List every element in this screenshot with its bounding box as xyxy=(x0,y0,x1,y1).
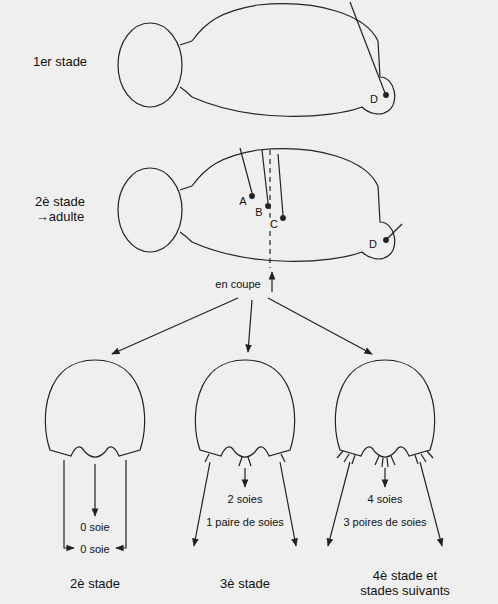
seta-count: 1 paire de soies xyxy=(205,516,285,529)
stage-label: 2è stade →adulte xyxy=(27,195,93,225)
arrow xyxy=(384,468,385,487)
leader-line xyxy=(240,148,252,193)
cross-section xyxy=(45,360,144,457)
cross-section xyxy=(195,360,294,466)
point-letter: C xyxy=(269,218,279,231)
leader-line xyxy=(262,150,268,203)
body-outline xyxy=(118,149,395,262)
arrow xyxy=(271,272,272,292)
seta xyxy=(205,454,285,466)
point-letter: B xyxy=(254,206,263,219)
arrow xyxy=(328,462,350,546)
seta xyxy=(337,451,433,467)
stage-label: 4è stade et stades suivants xyxy=(354,569,456,599)
point-letter: D xyxy=(368,238,378,251)
seta-count: 2 soies xyxy=(227,493,264,506)
arrow xyxy=(194,462,210,546)
stage-label: 1er stade xyxy=(32,55,88,70)
seta-count: 4 soies xyxy=(367,493,404,506)
arrow xyxy=(420,462,442,546)
stage-label: 2è stade xyxy=(69,577,121,592)
arrow xyxy=(248,300,252,352)
arrow xyxy=(280,462,296,546)
leader-line xyxy=(278,154,283,215)
seta-count: 0 soie xyxy=(79,543,110,556)
point-letter: A xyxy=(238,195,247,208)
stage-label: 3è stade xyxy=(219,577,271,592)
pin-line xyxy=(350,2,385,93)
seta-count: 3 poires de soies xyxy=(342,516,427,529)
arrow xyxy=(112,298,238,354)
body-outline xyxy=(118,4,395,117)
cross-section xyxy=(335,360,434,467)
leader-line xyxy=(386,224,402,240)
seta-count: 0 soie xyxy=(79,521,110,534)
section-note: en coupe xyxy=(214,278,261,291)
arrow xyxy=(64,460,74,548)
arrow xyxy=(244,468,245,487)
point-letter: D xyxy=(369,93,379,106)
arrow xyxy=(94,464,95,516)
arrow xyxy=(268,298,372,354)
section-line xyxy=(269,150,270,268)
arrow xyxy=(116,460,126,548)
